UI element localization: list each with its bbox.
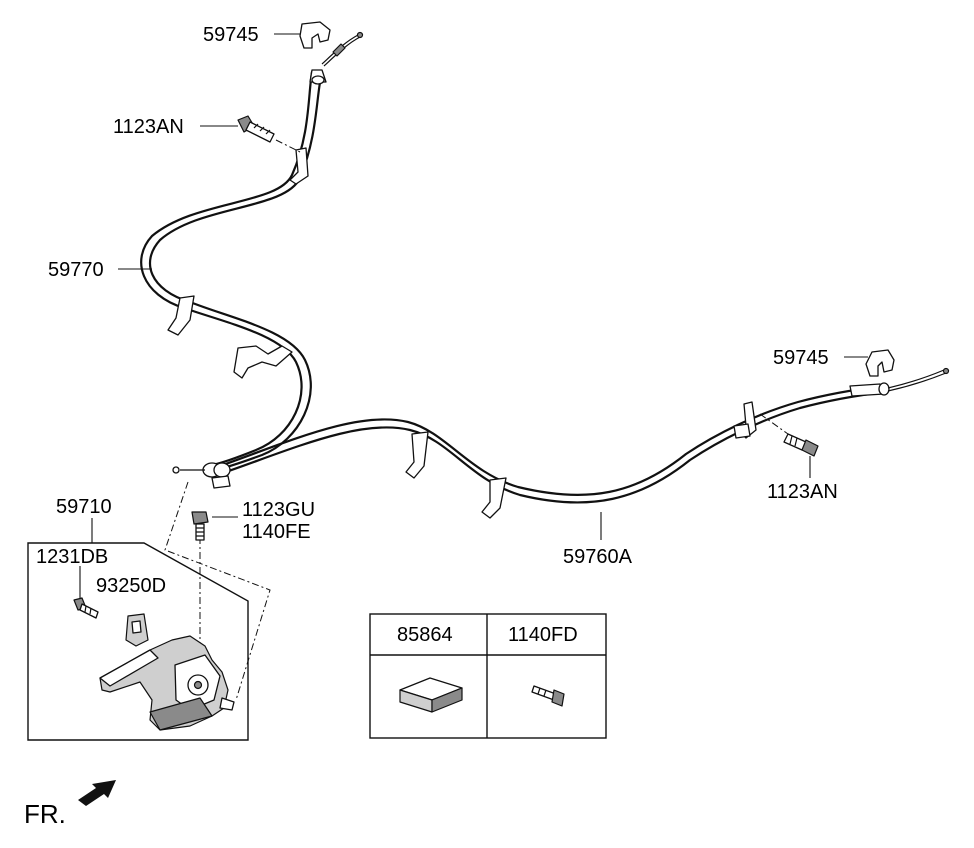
cable-59760A [211,367,950,519]
label-1140FE: 1140FE [242,521,311,543]
lever-assy-box [27,481,271,741]
label-1123AN-right: 1123AN [767,481,838,503]
label-1231DB: 1231DB [36,546,108,568]
table-header-85864: 85864 [397,624,453,646]
label-93250D: 93250D [96,575,166,597]
clip-59745-top [299,21,331,49]
label-1123GU: 1123GU [242,499,315,521]
table-header-1140FD: 1140FD [508,624,578,646]
label-59770: 59770 [48,259,104,281]
label-59760A: 59760A [563,546,633,568]
front-direction-arrow [78,780,116,806]
fr-label: FR. [24,799,66,829]
label-59745-top: 59745 [203,24,259,46]
cable-59770 [140,31,364,478]
label-1123AN-top: 1123AN [113,116,184,138]
clip-59745-right [865,349,895,377]
bolt-1123AN-top [237,115,301,153]
parts-table [369,613,607,739]
label-59745-right: 59745 [773,347,829,369]
leader-lines [79,33,868,598]
bolt-1123AN-right [759,413,819,457]
label-59710: 59710 [56,496,112,518]
